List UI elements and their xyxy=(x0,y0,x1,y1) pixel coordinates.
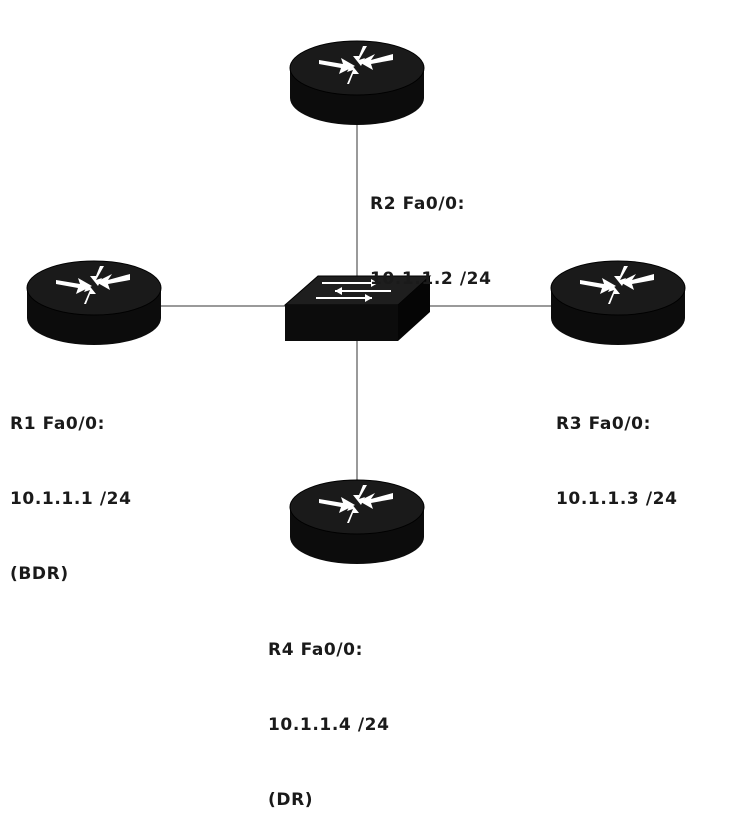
router-r1-icon xyxy=(26,260,162,345)
switch-icon xyxy=(283,275,432,341)
router-r2-label: R2 Fa0/0: 10.1.1.2 /24 xyxy=(370,194,492,289)
network-diagram xyxy=(26,40,686,564)
router-r3-icon xyxy=(550,260,686,345)
router-r3-label: R3 Fa0/0: 10.1.1.3 /24 xyxy=(556,414,678,509)
router-r1-label: R1 Fa0/0: 10.1.1.1 /24 (BDR) xyxy=(10,414,132,584)
router-r4-icon xyxy=(289,479,425,564)
router-r2-icon xyxy=(289,40,425,125)
router-r4-label: R4 Fa0/0: 10.1.1.4 /24 (DR) xyxy=(268,640,390,810)
